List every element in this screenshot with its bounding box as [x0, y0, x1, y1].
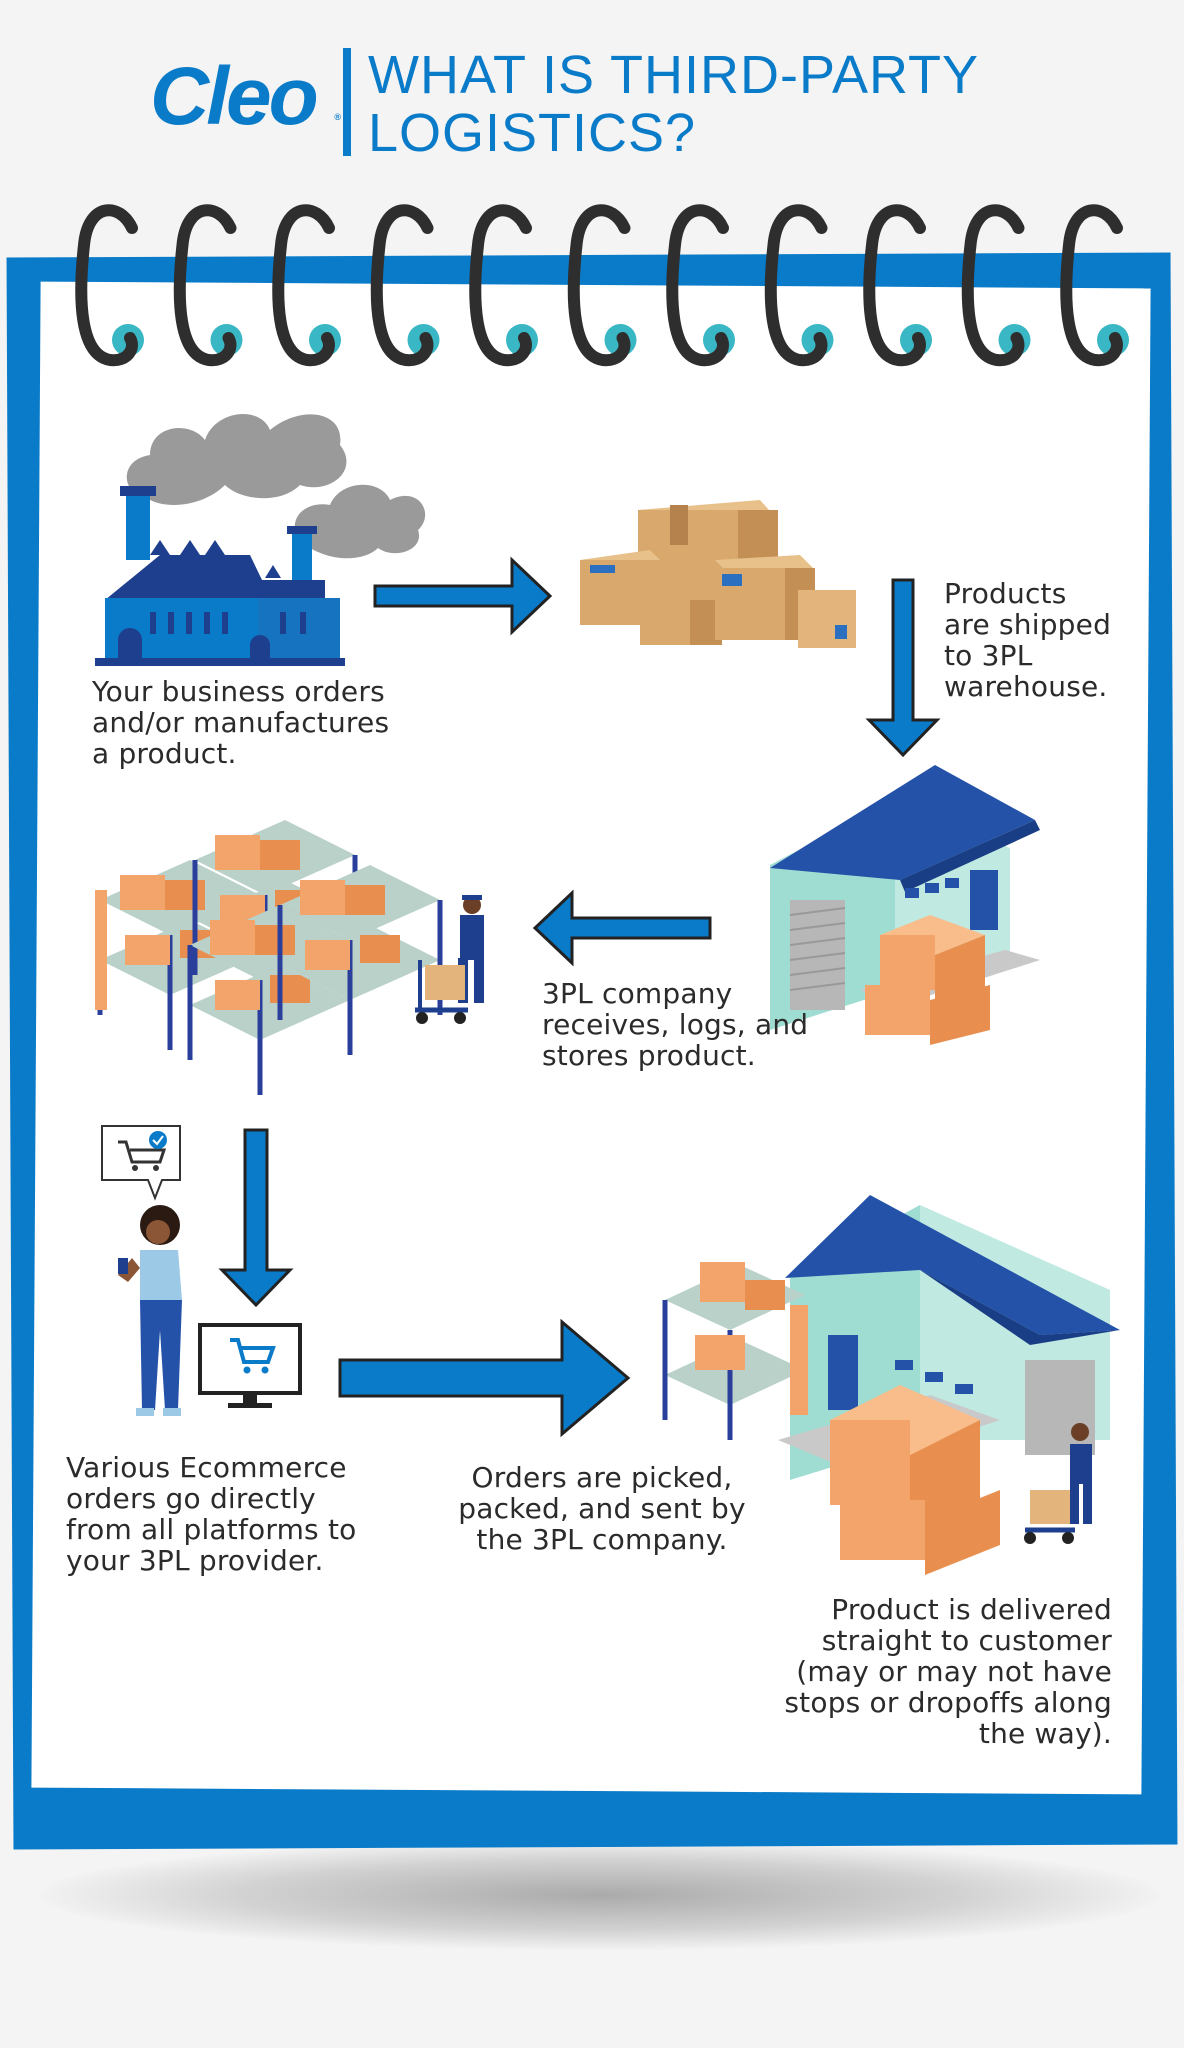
warehouse-icon	[770, 765, 1040, 1045]
spiral-ring	[567, 204, 631, 367]
logo-text: Cleo	[150, 51, 319, 142]
shopper-icon	[118, 1205, 182, 1416]
spiral-ring	[1060, 204, 1123, 367]
title-line-2: LOGISTICS?	[368, 103, 697, 163]
shelving-icon	[95, 820, 440, 1095]
computer-cart-icon	[198, 1323, 302, 1408]
spiral-ring	[863, 204, 926, 367]
boxes-icon	[580, 500, 856, 648]
page-title: WHAT IS THIRD-PARTY LOGISTICS?	[368, 46, 1068, 162]
cleo-logo: Cleo ®	[150, 51, 341, 142]
warehouse-icon	[662, 1195, 1120, 1575]
factory-icon	[95, 413, 426, 666]
arrow-left-icon	[532, 889, 712, 967]
spiral-ring	[272, 204, 335, 367]
spiral-ring	[469, 204, 532, 367]
arrow-right-icon	[338, 1318, 631, 1438]
spiral-ring	[764, 204, 828, 367]
title-line-1: WHAT IS THIRD-PARTY	[368, 45, 980, 105]
spiral-ring	[75, 204, 138, 367]
spiral-binding-icon	[75, 204, 1129, 367]
cart-bubble-icon	[101, 1125, 181, 1201]
arrow-right-icon	[373, 556, 553, 636]
spiral-ring	[666, 204, 729, 367]
header-divider	[343, 48, 351, 156]
arrow-down-icon	[218, 1128, 294, 1308]
spiral-ring	[173, 204, 237, 367]
arrow-down-icon	[865, 578, 941, 758]
logo-registered-mark: ®	[334, 112, 341, 122]
spiral-ring	[370, 204, 434, 367]
worker-icon	[415, 895, 484, 1024]
notebook-shadow	[40, 1840, 1160, 1950]
spiral-ring	[961, 204, 1025, 367]
